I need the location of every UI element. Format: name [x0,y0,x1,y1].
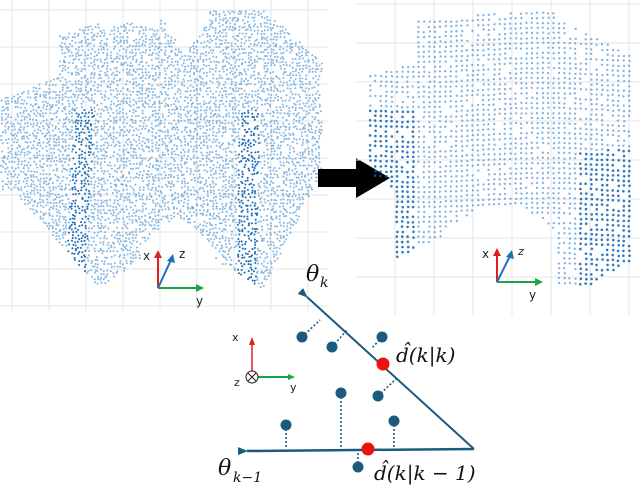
scan-point [352,461,364,473]
theta-k-line [297,287,475,450]
z-axis-arrow [157,259,172,289]
scan-point [280,419,292,431]
right-point-cloud-panel: x z y [355,0,640,315]
right-axis-triad: x z y [482,245,543,302]
right-grid [355,0,640,315]
d-hat-k-given-k-label: d̂(k|k) [396,341,455,368]
z-axis-label: z [234,376,240,389]
right-point-cloud-canvas: x z y [355,0,640,315]
estimate-point-d_kkm1 [361,442,375,456]
scan-point [388,415,400,427]
scan-point [335,387,347,399]
estimate-points [361,357,390,456]
estimate-point-d_kk [376,357,390,371]
scan-points [280,331,400,473]
y-axis-label: y [529,288,536,302]
diagram-axis-triad: x z y [232,331,297,394]
scan-point [326,341,338,353]
z-axis-label: z [179,247,185,261]
projection-lines [285,319,398,467]
z-axis-label: z [517,245,524,258]
right-point-cloud [368,11,631,286]
theta-k-minus-1-label: θ k−1 [218,456,262,486]
x-axis-label: x [143,249,150,263]
x-axis-label: x [232,331,239,344]
y-axis-label: y [290,381,297,394]
z-axis-into-page-icon [245,370,259,384]
scan-point [372,390,384,402]
scan-point [376,331,388,343]
left-point-cloud [0,9,323,289]
left-point-cloud-canvas: x z y [0,0,328,310]
d-hat-k-given-k-minus-1-label: d̂(k|k − 1) [374,459,476,486]
right-arrow-icon [318,158,390,198]
left-point-cloud-panel: x z y [0,0,328,310]
y-axis-label: y [196,294,203,308]
z-axis-arrow [496,255,511,283]
theta-k-minus-1-line [237,447,475,456]
x-axis-label: x [482,247,489,261]
scan-point [296,331,308,343]
left-axis-triad: x z y [143,247,204,308]
